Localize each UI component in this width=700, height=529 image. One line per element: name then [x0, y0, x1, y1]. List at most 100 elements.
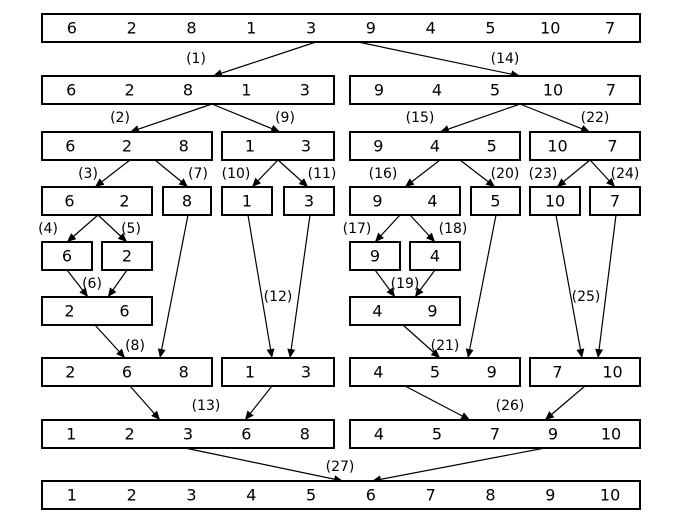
array-value: 3: [186, 486, 196, 505]
array-value: 2: [127, 19, 137, 38]
array-value: 8: [179, 137, 189, 156]
arrow-34: [184, 447, 344, 484]
array-box-n22: 10 7: [529, 131, 641, 161]
array-value: 6: [65, 137, 75, 156]
array-value: 3: [304, 192, 314, 211]
array-value: 7: [490, 425, 500, 444]
array-value: 1: [66, 425, 76, 444]
arrow-35: [371, 447, 546, 484]
array-box-frame: [41, 419, 335, 449]
step-label-16: (16): [369, 166, 398, 182]
array-value: 10: [540, 19, 560, 38]
arrow-20: [374, 269, 396, 298]
arrow-2: [129, 103, 213, 133]
array-value: 9: [548, 425, 558, 444]
array-value: 4: [246, 486, 256, 505]
arrow-28: [555, 214, 585, 359]
arrow-24: [247, 214, 275, 359]
step-label-26: (26): [496, 398, 525, 414]
arrow-3: [211, 103, 281, 133]
array-box-n7: 8: [162, 186, 212, 216]
step-label-18: (18): [439, 221, 468, 237]
array-box-frame: [41, 186, 153, 216]
array-box-frame: [529, 357, 641, 387]
array-value: 9: [487, 363, 497, 382]
array-value: 4: [430, 247, 440, 266]
array-box-frame: [349, 296, 461, 326]
array-value: 5: [306, 486, 316, 505]
array-box-frame: [221, 357, 335, 387]
arrow-27: [465, 214, 497, 359]
array-value: 7: [607, 137, 617, 156]
arrow-5: [519, 103, 591, 133]
array-value: 8: [300, 425, 310, 444]
arrow-25: [287, 214, 311, 359]
array-box-n11: 3: [283, 186, 335, 216]
array-value: 5: [430, 363, 440, 382]
array-box-n25: 7 10: [529, 357, 641, 387]
array-value: 8: [485, 486, 495, 505]
arrow-9: [277, 159, 309, 188]
array-box-frame: [221, 186, 273, 216]
array-box-frame: [589, 186, 641, 216]
array-value: 7: [552, 363, 562, 382]
step-label-1: (1): [186, 51, 206, 67]
array-value: 10: [543, 81, 563, 100]
array-value: 7: [606, 81, 616, 100]
array-value: 7: [610, 192, 620, 211]
array-value: 2: [125, 81, 135, 100]
arrow-17: [409, 214, 436, 243]
array-box-frame: [41, 75, 335, 105]
arrow-1: [357, 41, 521, 79]
array-value: 1: [245, 363, 255, 382]
step-label-21: (21): [431, 338, 460, 354]
step-label-10: (10): [222, 166, 251, 182]
array-value: 2: [127, 486, 137, 505]
arrow-30: [129, 385, 161, 421]
array-box-frame: [41, 480, 641, 510]
step-label-9: (9): [275, 110, 295, 126]
array-value: 2: [65, 363, 75, 382]
arrow-12: [556, 159, 591, 188]
step-label-27: (27): [326, 459, 355, 475]
array-box-frame: [529, 186, 581, 216]
step-label-25: (25): [572, 289, 601, 305]
array-value: 8: [183, 81, 193, 100]
array-value: 2: [122, 247, 132, 266]
array-value: 1: [246, 19, 256, 38]
array-value: 10: [600, 486, 620, 505]
arrow-10: [404, 159, 441, 188]
array-value: 9: [545, 486, 555, 505]
array-value: 6: [66, 81, 76, 100]
step-label-24: (24): [611, 166, 640, 182]
array-value: 8: [186, 19, 196, 38]
step-label-23: (23): [529, 166, 558, 182]
array-value: 6: [64, 192, 74, 211]
array-value: 10: [547, 137, 567, 156]
array-value: 1: [67, 486, 77, 505]
arrow-15: [97, 214, 128, 243]
array-box-frame: [221, 131, 335, 161]
array-value: 10: [545, 192, 565, 211]
step-label-17: (17): [343, 221, 372, 237]
array-box-n23: 10: [529, 186, 581, 216]
array-value: 3: [300, 81, 310, 100]
array-value: 10: [602, 363, 622, 382]
arrow-31: [244, 385, 273, 421]
array-value: 3: [301, 137, 311, 156]
array-value: 1: [241, 81, 251, 100]
arrow-22: [94, 324, 126, 359]
array-value: 6: [122, 363, 132, 382]
arrow-29: [595, 214, 617, 359]
array-value: 4: [372, 302, 382, 321]
array-value: 8: [179, 363, 189, 382]
arrow-21: [414, 269, 436, 298]
arrow-6: [94, 159, 131, 188]
step-label-2: (2): [110, 110, 130, 126]
